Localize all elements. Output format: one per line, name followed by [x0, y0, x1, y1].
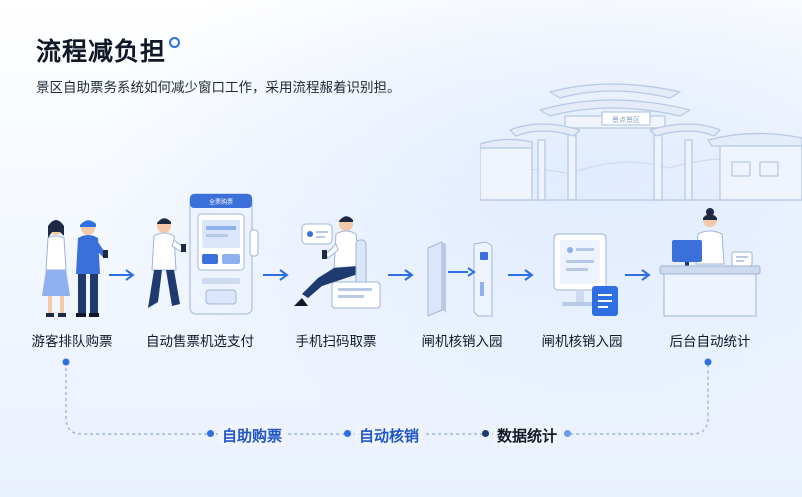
kiosk-screen-title: 全票购票 [209, 198, 233, 206]
flow-node-dot [482, 430, 489, 437]
scenic-gate-illustration: 景点景区 [480, 83, 802, 201]
step-label: 游客排队购票 [31, 334, 113, 350]
step-label: 闸机核销入园 [421, 334, 503, 350]
flow-node-dot [564, 430, 571, 437]
arrow-right-icon [625, 269, 651, 281]
step-label: 后台自动统计 [669, 334, 751, 350]
page-subtitle: 景区自助票务系统如何减少窗口工作，采用流程赧着识别担。 [36, 80, 401, 96]
flow-node-auto-verify: 自动核销 [355, 425, 424, 446]
arrow-right-icon [263, 269, 289, 281]
tourists-queue-icon [42, 220, 108, 317]
page-title: 流程减负担 [36, 37, 167, 66]
title-ring-icon [169, 37, 180, 48]
step-label: 手机扫码取票 [295, 334, 377, 350]
step-label: 自动售票机选支付 [146, 334, 254, 350]
flow-node-dot [207, 430, 214, 437]
verification-monitor-icon [553, 233, 618, 316]
arrow-right-icon [508, 269, 534, 281]
arrow-right-icon [388, 269, 414, 281]
backoffice-desk-icon [659, 208, 761, 317]
flow-node-dot [344, 430, 351, 437]
flow-node-data-stats: 数据统计 [493, 425, 562, 446]
flow-node-self-purchase: 自助购票 [218, 425, 287, 446]
turnstile-gate-icon [427, 241, 493, 317]
ticket-kiosk-icon: 全票购票 [148, 193, 259, 315]
step-label: 闸机核销入园 [541, 334, 623, 350]
gate-sign-text: 景点景区 [612, 116, 640, 124]
phone-scan-icon [294, 216, 381, 309]
arrow-right-icon [109, 269, 135, 281]
